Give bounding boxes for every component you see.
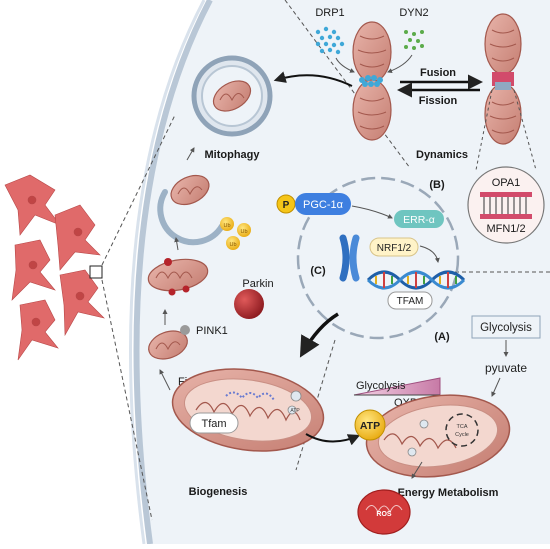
pgc-text: PGC-1α <box>303 199 344 211</box>
opa1-mfn-inset: OPA1 MFN1/2 <box>468 167 544 243</box>
tca-text-2: Cycle <box>455 432 469 438</box>
neuron-cluster <box>5 175 104 360</box>
mito-lower-part <box>485 84 521 144</box>
dyn2-label: DYN2 <box>399 7 428 19</box>
parkin-label: Parkin <box>242 278 273 290</box>
mito-upper-half <box>353 22 391 82</box>
drp1-label: DRP1 <box>315 7 344 19</box>
neuron-nucleus <box>74 228 82 236</box>
glycolysis-box-text: Glycolysis <box>480 322 532 334</box>
biogenesis-label: Biogenesis <box>189 486 248 498</box>
err-text: ERR-α <box>403 214 435 226</box>
ub-chain-node <box>164 258 172 266</box>
label-b: (B) <box>429 179 445 191</box>
neuron-nucleus <box>76 292 84 300</box>
phosphate-text: P <box>283 200 290 211</box>
zoom-box <box>90 266 102 278</box>
pink1-label: PINK1 <box>196 325 228 337</box>
ros-text: ROS <box>376 511 392 518</box>
tca-text-1: TCA <box>457 424 468 430</box>
neuron-cell <box>55 205 100 270</box>
fusion-connector <box>495 82 511 90</box>
label-c: (C) <box>310 265 326 277</box>
neuron-nucleus <box>28 196 36 204</box>
neuron-nucleus <box>32 318 40 326</box>
ub-text: Ub <box>229 242 236 248</box>
opa1-label: OPA1 <box>492 177 521 189</box>
dynamics-label: Dynamics <box>416 149 468 161</box>
neuron-cell <box>5 175 60 235</box>
label-a: (A) <box>434 331 450 343</box>
chromatid <box>353 238 356 278</box>
parkin-protein <box>234 289 264 319</box>
pyuvate-text: pyuvate <box>485 361 527 375</box>
chromatid <box>343 238 346 278</box>
ub-text: Ub <box>240 229 247 235</box>
ub-text: Ub <box>223 223 230 229</box>
atp-small: ATP <box>290 408 300 414</box>
nrf-text: NRF1/2 <box>377 243 412 254</box>
mito-lower-half <box>353 80 391 140</box>
ros-mitochondrion: ROS <box>358 490 410 534</box>
atp-text: ATP <box>360 420 380 432</box>
tfam-bio-text: Tfam <box>201 418 226 430</box>
energy-metabolism-label: Energy Metabolism <box>398 487 499 499</box>
fusion-label: Fusion <box>420 67 456 79</box>
neuron-nucleus <box>29 261 37 269</box>
pink1-protein <box>180 325 190 335</box>
ub-chain-node <box>183 286 190 293</box>
mfn-label: MFN1/2 <box>486 223 525 235</box>
neuron-cell <box>18 300 58 360</box>
membrane-band <box>480 192 532 197</box>
autophagosome <box>194 58 270 134</box>
fission-label: Fission <box>419 95 458 107</box>
mitophagy-label: Mitophagy <box>205 149 261 161</box>
ub-chain-node <box>169 289 176 296</box>
neuron-cell <box>60 270 104 335</box>
complex-protein <box>408 448 416 456</box>
complex-protein <box>420 420 428 428</box>
atp-synthase <box>291 391 301 401</box>
tfam-text: TFAM <box>397 296 424 307</box>
membrane-band <box>480 214 532 219</box>
neuron-cell <box>12 240 55 300</box>
glycolysis-text: Glycolysis <box>356 380 406 392</box>
